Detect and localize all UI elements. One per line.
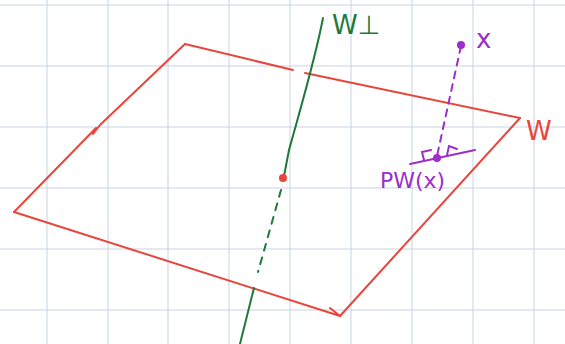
projection — [410, 46, 475, 164]
subspace-label: W⊥ — [332, 12, 380, 38]
plane-w — [14, 44, 520, 316]
intersection-dot — [279, 174, 287, 182]
projection-point — [433, 154, 441, 162]
projection-label: PW(x) — [380, 170, 445, 192]
complement-line — [240, 18, 323, 344]
point-x — [457, 41, 465, 49]
point-label: x — [476, 26, 491, 52]
plane-label: W — [526, 118, 552, 144]
